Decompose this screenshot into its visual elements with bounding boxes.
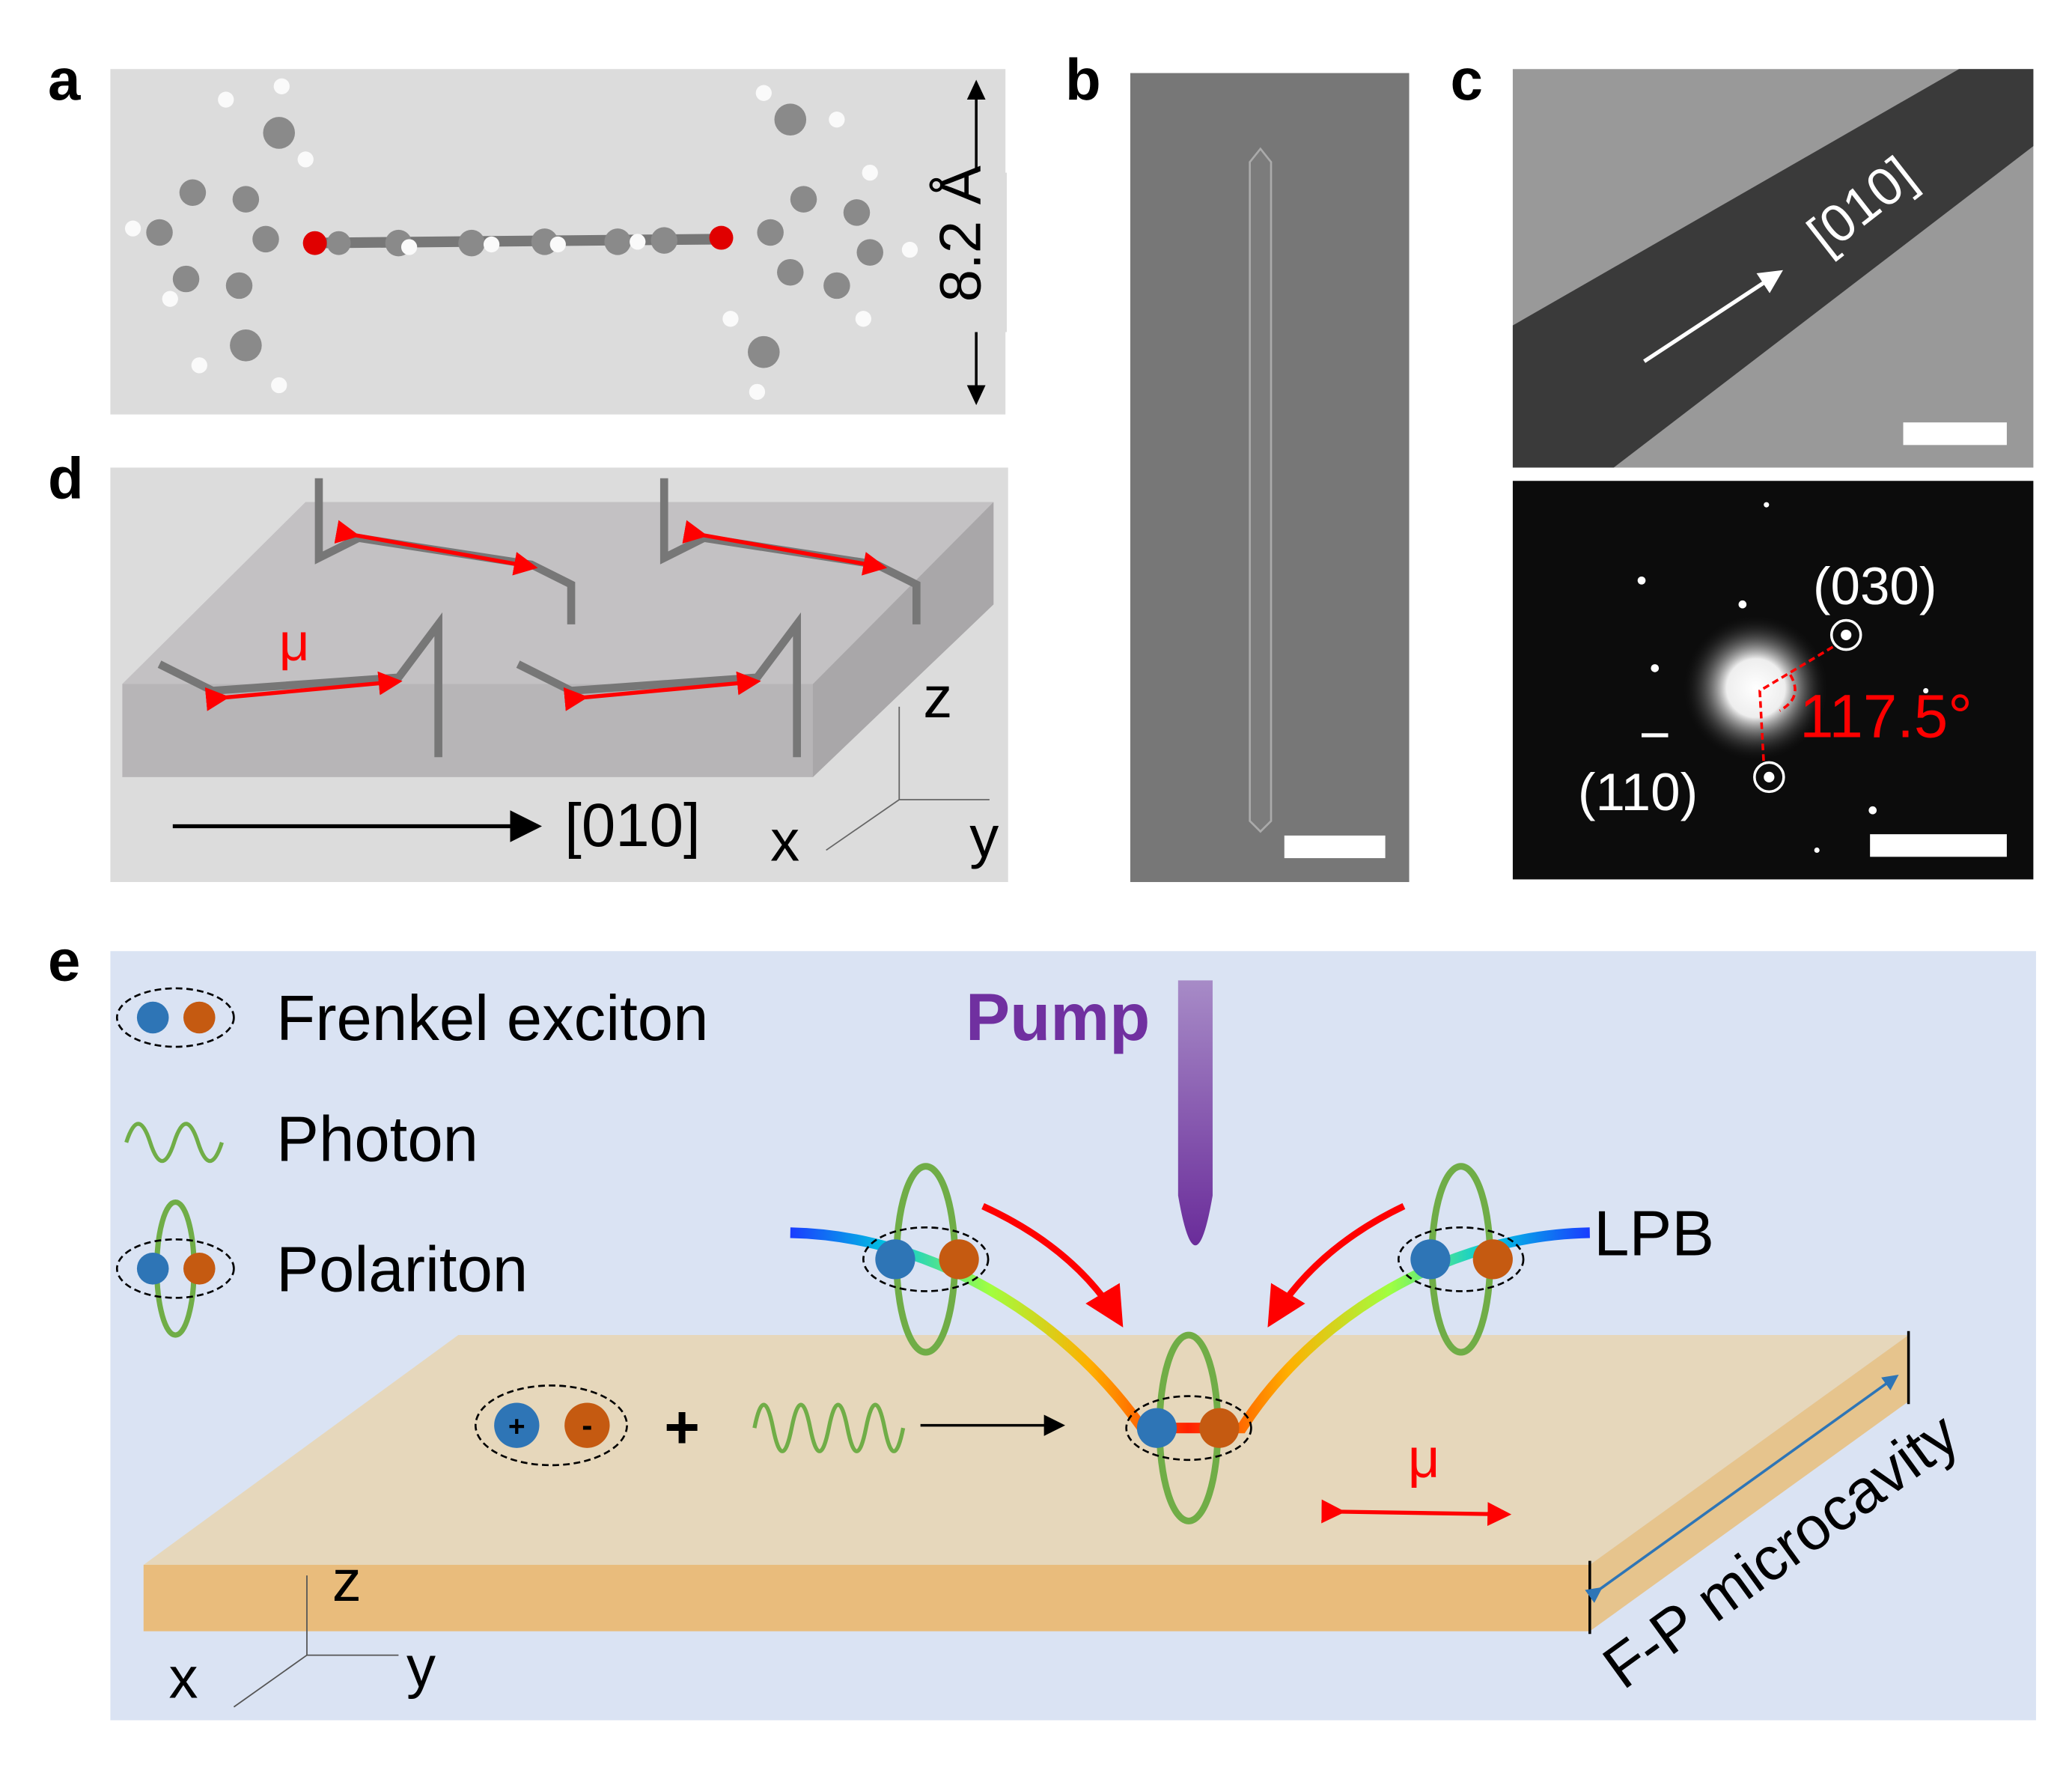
hole-sign: + — [508, 1411, 525, 1443]
angle-marker — [1758, 645, 1834, 764]
legend-polariton-label: Polariton — [276, 1234, 528, 1305]
polariton-right — [1398, 1163, 1525, 1356]
polariton-left — [862, 1163, 990, 1356]
panel-label-a: a — [48, 46, 81, 112]
pump-label: Pump — [966, 980, 1150, 1054]
panel-a: a 8.2 Å — [48, 46, 1007, 415]
lpb-curve-left — [790, 1227, 1189, 1434]
lpb-curve-right — [1189, 1227, 1590, 1434]
plus-sign: + — [664, 1393, 700, 1462]
axis-y: y — [406, 1634, 436, 1700]
direction-label: [010] — [564, 791, 701, 860]
panel-label-d: d — [48, 445, 84, 511]
panel-label-b: b — [1065, 46, 1101, 112]
spot-110-label: (110) — [1578, 763, 1698, 822]
dipole-label: μ — [279, 613, 310, 672]
molecule-length-label: 8.2 Å — [927, 165, 993, 302]
legend-exciton-icon — [115, 987, 235, 1048]
polariton-bottom — [1125, 1331, 1252, 1524]
legend-photon-label: Photon — [276, 1104, 478, 1176]
dipole-label: μ — [1408, 1427, 1440, 1489]
panel-label-e: e — [48, 927, 80, 993]
cavity-length-arrow — [1585, 1374, 1899, 1603]
dipole-arrow — [1321, 1499, 1512, 1527]
scale-bar — [1284, 835, 1386, 859]
cavity-front — [143, 1564, 1590, 1632]
legend-photon-icon — [124, 1122, 224, 1163]
panel-e: e F-P microcavity Frenkel exciton Photon… — [48, 927, 2036, 1721]
axis-z: z — [923, 664, 952, 730]
exciton: + - — [474, 1384, 628, 1467]
molecule-structure — [124, 78, 918, 401]
panel-b: b — [1065, 46, 1410, 883]
dipole-arrows — [204, 520, 888, 711]
pump-beam — [1177, 980, 1213, 1246]
angle-label: 117.5° — [1800, 683, 1972, 751]
direction-arrow — [1643, 270, 1783, 363]
spot-030-label: (030) — [1813, 557, 1937, 616]
axis-z: z — [332, 1548, 362, 1614]
scale-bar — [1870, 834, 2007, 857]
axis-x: x — [168, 1644, 198, 1710]
lpb-label: LPB — [1594, 1199, 1714, 1270]
legend-polariton-icon — [115, 1199, 235, 1338]
axis-x: x — [770, 808, 799, 874]
microwire — [1249, 147, 1273, 833]
relaxation-arrow-right — [1267, 1202, 1406, 1328]
legend: Frenkel exciton Photon Polariton — [115, 983, 709, 1338]
electron-sign: - — [582, 1408, 592, 1444]
relaxation-arrow-left — [981, 1202, 1124, 1328]
spot-110-marker — [1753, 761, 1785, 794]
crystal-wire — [1512, 69, 2034, 468]
panel-label-c: c — [1451, 46, 1483, 112]
scale-bar — [1903, 422, 2007, 446]
axis-y: y — [969, 803, 999, 869]
axes — [826, 706, 990, 851]
panel-d: d μ [010] z x y — [48, 445, 1008, 883]
legend-exciton-label: Frenkel exciton — [276, 983, 708, 1054]
axes — [233, 1575, 399, 1708]
panel-c: c [010] (030) (110) 117.5° — [1451, 46, 2034, 880]
spot-030-marker — [1829, 618, 1862, 651]
photon-wave — [752, 1402, 906, 1453]
